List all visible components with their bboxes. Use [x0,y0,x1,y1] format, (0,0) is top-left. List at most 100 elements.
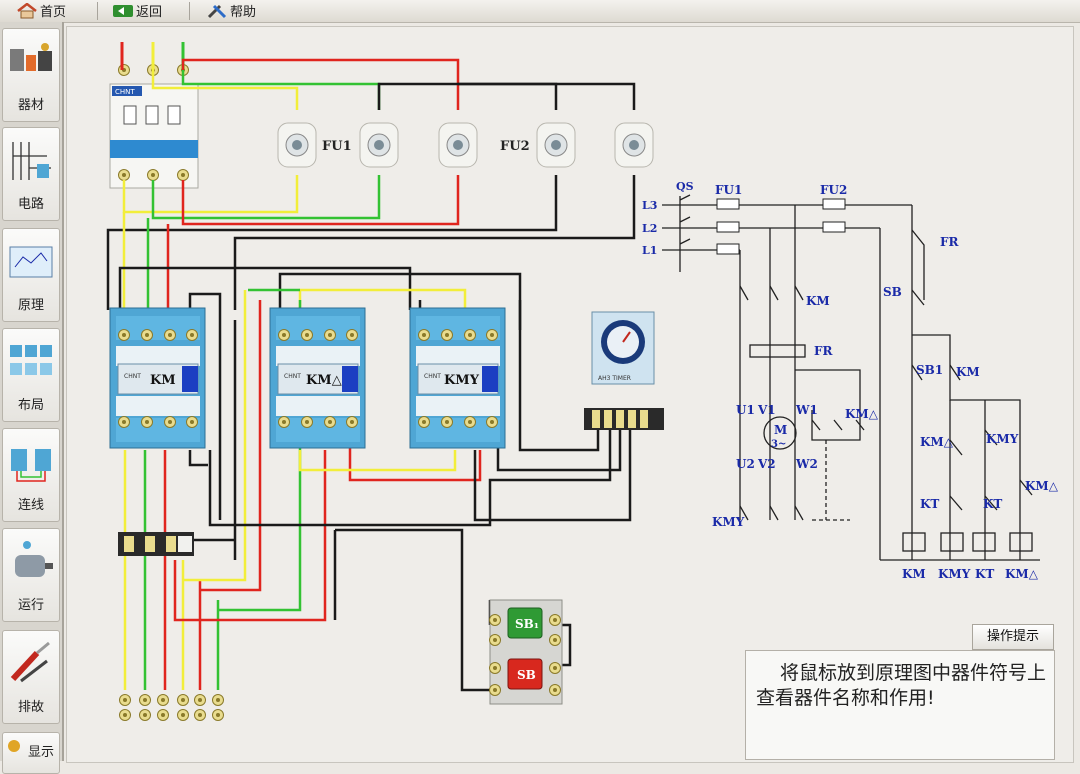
fuse-symbol[interactable] [716,198,740,210]
fuse[interactable] [277,122,317,168]
button-label: SB₁ [515,617,539,631]
phase-label: L3 [642,199,657,212]
fuse-symbol[interactable] [822,221,846,233]
breaker-terminal[interactable] [177,169,189,181]
v2-label: V2 [757,457,776,471]
motor-phase-label: 3~ [771,439,786,450]
house-icon [16,2,37,19]
km-delta-hold-label[interactable]: KM△ [1025,479,1059,493]
coil-label[interactable]: KT [975,567,994,581]
kt-label[interactable]: KT [983,497,1002,511]
terminal-strip[interactable] [584,408,664,430]
fuse-symbol[interactable] [822,198,846,210]
tools-icon [206,3,227,19]
sidebar-item-label: 排故 [17,700,44,715]
sb1-label[interactable]: SB1 [916,363,943,377]
sb-label[interactable]: SB [883,285,902,299]
km-main-label[interactable]: KM [806,294,830,308]
motor-terminals [119,694,224,721]
sidebar-item-label: 原理 [17,298,44,313]
operation-tip-button[interactable]: 操作提示 [972,624,1054,650]
breaker-terminal[interactable] [147,169,159,181]
fuse[interactable] [614,122,654,168]
help-label: 帮助 [230,4,257,20]
toolbar-divider [189,2,190,20]
km-delta-ctrl-label[interactable]: KM△ [920,435,954,449]
kt-label[interactable]: KT [920,497,939,511]
sidebar-item-label: 显示 [27,745,54,760]
motor-icon [15,541,53,577]
button-label: SB [517,668,536,682]
contactor-brand: CHNT [124,373,141,380]
start-button-sb1[interactable]: SB₁ [507,607,543,639]
home-label: 首页 [40,4,67,20]
fr-control-label[interactable]: FR [940,235,960,249]
km-delta-label[interactable]: KM△ [845,407,879,421]
u2-label: U2 [736,457,755,471]
thermal-relay[interactable] [118,532,194,556]
sidebar-item-wiring[interactable]: 连线 [2,428,60,522]
equipment-icon [10,43,52,71]
fuse1-label: FU1 [322,139,352,154]
layout-icon [10,345,52,375]
w2-label: W2 [795,457,818,471]
contactor-km-delta[interactable]: CHNT KM△ [269,307,366,449]
fr-label[interactable]: FR [814,344,834,358]
circuit-icon [12,142,51,180]
fuse-symbol[interactable] [716,221,740,233]
w1-label: W1 [795,403,818,417]
sidebar-item-equipment[interactable]: 器材 [2,28,60,122]
fu2-label[interactable]: FU2 [820,183,847,197]
motor-label[interactable]: M [774,423,787,437]
fuse2-label: FU2 [500,139,530,154]
v1-label: V1 [757,403,776,417]
breaker-brand: CHNT [115,88,135,96]
contactor-label: KM△ [306,373,342,388]
phase-label: L2 [642,222,657,235]
home-button[interactable]: 首页 [16,0,66,20]
contactor-km[interactable]: CHNT KM [109,307,206,449]
contactor-kmy[interactable]: CHNT KMY [409,307,506,449]
sidebar-item-layout[interactable]: 布局 [2,328,60,422]
u1-label: U1 [736,403,755,417]
qs-label[interactable]: QS [676,180,694,193]
fuse[interactable] [438,122,478,168]
fu1-label[interactable]: FU1 [715,183,742,197]
sidebar-item-label: 器材 [17,98,44,113]
back-label: 返回 [136,4,163,20]
sidebar-item-label: 运行 [17,598,44,613]
hint-text: 将鼠标放到原理图中器件符号上查看器件名称和作用! [756,662,1047,709]
sidebar-item-label: 连线 [17,498,44,513]
sidebar-item-schematic[interactable]: 原理 [2,228,60,322]
fuse[interactable] [359,122,399,168]
kmy-ctrl-label[interactable]: KMY [986,432,1019,446]
stop-button-sb[interactable]: SB [507,658,543,690]
fuse[interactable] [536,122,576,168]
contactor-brand: CHNT [424,373,441,380]
back-button[interactable]: 返回 [112,0,162,20]
back-arrow-icon [112,3,133,17]
coil-label[interactable]: KM△ [1005,567,1039,581]
help-button[interactable]: 帮助 [206,0,256,20]
contactor-label: KM [150,373,176,388]
sidebar-item-label: 电路 [17,197,44,212]
coil-label[interactable]: KM [902,567,926,581]
breaker-terminal[interactable] [118,169,130,181]
time-relay[interactable]: AH3 TIMER [591,311,655,385]
km-hold-label[interactable]: KM [956,365,980,379]
left-sidebar: 器材 电路 原理 布局 连线 运行 排故 显示 [0,22,64,774]
sidebar-item-run[interactable]: 运行 [2,528,60,622]
toolbar-divider [97,2,98,20]
kmy-label[interactable]: KMY [712,515,745,529]
schematic-icon [9,246,53,278]
fuse-symbol[interactable] [716,243,740,255]
sidebar-item-circuit[interactable]: 电路 [2,127,60,221]
sidebar-item-troubleshoot[interactable]: 排故 [2,630,60,724]
breaker-terminal[interactable] [118,64,130,76]
hint-box: 将鼠标放到原理图中器件符号上查看器件名称和作用! [745,650,1055,760]
coil-label[interactable]: KMY [938,567,971,581]
contactor-brand: CHNT [284,373,301,380]
contactor-label: KMY [444,373,480,388]
sidebar-item-label: 布局 [17,398,44,413]
